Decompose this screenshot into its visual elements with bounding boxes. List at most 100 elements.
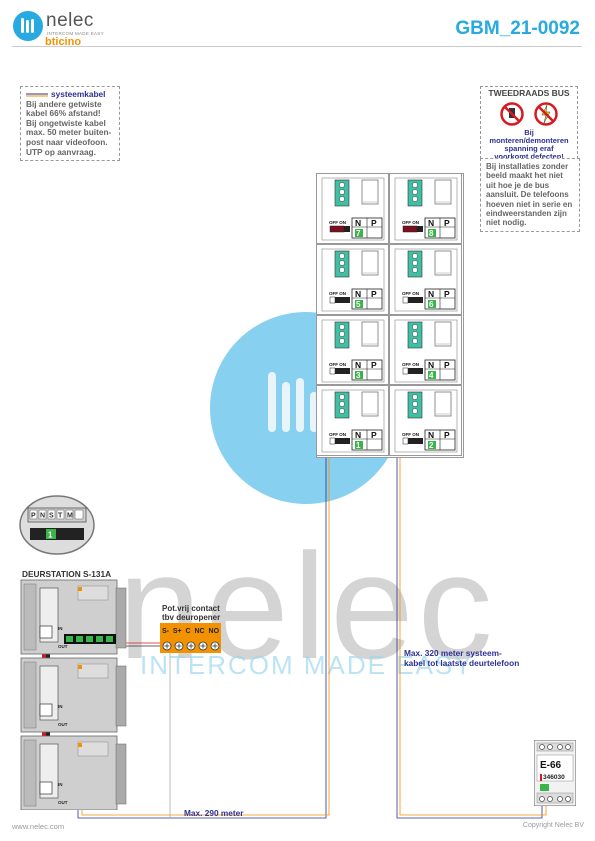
phone-number: 2 — [429, 441, 434, 451]
zoom-terminal-m: M — [67, 513, 73, 520]
phone-p-label: P — [371, 359, 377, 370]
bus-cable-c — [396, 456, 543, 819]
indoor-phone-cell: N P 6 OFF ON — [389, 243, 462, 315]
zoom-value: 1 — [48, 531, 53, 540]
indoor-phone-graphic — [394, 389, 458, 453]
relay-terminal-label: NO — [208, 628, 220, 635]
module-in-label: IN — [58, 626, 63, 631]
door-station-title: DEURSTATION S-131A — [22, 569, 112, 579]
zoom-terminal-t: T — [58, 513, 63, 520]
footer-copyright: Copyright Nelec BV — [522, 822, 584, 829]
phone-number: 6 — [429, 299, 434, 309]
phone-switch-label: OFF ON — [402, 220, 419, 225]
max-320-line-2: kabel tot laatste deurtelefoon — [404, 658, 520, 668]
door-station-module: IN OUT — [20, 735, 127, 810]
phone-p-label: P — [371, 218, 377, 228]
install-line: niet nodig. — [486, 218, 527, 228]
relay-caption-1: Pot.vrij contact — [162, 604, 220, 613]
phone-n-label: N — [355, 218, 362, 228]
installation-note: Bij installaties zonder beeld maakt het … — [480, 158, 580, 232]
install-line: aansluit. De telefoons — [486, 190, 569, 200]
bus-warning-line: Bij monteren/demonteren — [489, 127, 569, 145]
no-voltage-icon — [534, 101, 558, 126]
zoom-terminal-n: N — [40, 513, 45, 520]
phone-p-label: P — [444, 288, 450, 299]
relay-terminal-label: C — [185, 628, 191, 635]
bus-warning-title: TWEEDRAADS BUS — [488, 88, 570, 98]
cable-legend-note: systeemkabel Bij andere getwiste kabel 6… — [20, 86, 120, 162]
phone-number: 7 — [356, 229, 361, 238]
phone-switch-label: OFF ON — [402, 361, 419, 367]
relay-screws — [162, 641, 220, 651]
relay-terminal-label: S- — [161, 628, 169, 635]
phone-n-label: N — [355, 430, 362, 441]
no-plug-icon — [500, 101, 524, 126]
install-line: uit hoe je de bus — [486, 180, 550, 190]
phone-p-label: P — [444, 218, 450, 228]
document-code: GBM_21-0092 — [455, 18, 580, 39]
power-supply-e66 — [534, 740, 576, 806]
phone-number: 5 — [356, 299, 361, 309]
indoor-phone-cell: N P 4 OFF ON — [389, 314, 462, 386]
watermark-text: nelec — [118, 522, 497, 690]
module-in-label: IN — [58, 782, 63, 787]
door-station-module: IN OUT — [20, 657, 127, 733]
phone-switch-label: OFF ON — [329, 432, 346, 438]
indoor-phone-cell: N P 1 OFF ON — [316, 385, 389, 456]
indoor-phone-cell: N P 3 OFF ON — [316, 314, 389, 386]
terminal-zoom-detail: P N S T M 1 — [19, 495, 95, 555]
legend-line: Bij ongetwiste kabel — [26, 117, 106, 128]
indoor-phone-graphic — [321, 319, 385, 382]
indoor-phone-graphic — [321, 389, 385, 453]
zoom-terminal-p: P — [31, 513, 36, 520]
indoor-phone-graphic — [394, 319, 458, 382]
phone-n-label: N — [428, 288, 435, 299]
phone-n-label: N — [355, 359, 362, 370]
indoor-phone-cell: N P 5 OFF ON — [316, 243, 389, 315]
phone-switch-label: OFF ON — [402, 432, 419, 438]
phone-number: 3 — [356, 370, 361, 380]
phone-p-label: P — [371, 430, 377, 441]
indoor-phone-graphic — [321, 177, 385, 241]
bus-warning-line: voorkomt defecten! — [494, 151, 564, 161]
phone-number: 8 — [429, 229, 434, 238]
nelec-logo-icon — [13, 11, 43, 41]
indoor-phone-graphic — [321, 248, 385, 312]
cable-line-icon — [26, 93, 48, 97]
logo-name: nelec — [46, 10, 94, 31]
module-out-label: OUT — [58, 722, 68, 727]
phone-n-label: N — [355, 288, 362, 299]
install-line: eindweerstanden zijn — [486, 209, 567, 219]
phone-switch-label: OFF ON — [329, 220, 346, 225]
power-supply-model: E-66 — [540, 760, 562, 771]
indoor-phone-graphic — [394, 248, 458, 312]
legend-line: Bij andere getwiste — [26, 98, 102, 109]
legend-line: UTP op aanvraag. — [26, 146, 96, 157]
bus-warning-note: TWEEDRAADS BUS Bij monteren/demonteren s… — [480, 86, 578, 164]
phone-number: 1 — [356, 441, 361, 451]
zoom-terminal-s: S — [49, 513, 54, 520]
install-line: beeld maakt het niet — [486, 171, 563, 181]
indoor-phone-cell: N P 8 OFF ON — [389, 173, 462, 244]
relay-terminal-label: S+ — [172, 628, 182, 635]
brand-name: bticino — [45, 36, 82, 48]
legend-line: max. 50 meter buiten- — [26, 127, 112, 138]
bus-cable-d — [399, 456, 547, 816]
relay-caption: Pot.vrij contact tbv deuropener — [162, 604, 220, 622]
module-in-label: IN — [58, 704, 63, 709]
phone-switch-label: OFF ON — [402, 290, 419, 296]
power-supply-article: 346030 — [540, 774, 565, 781]
indoor-phone-graphic — [394, 177, 458, 241]
phone-p-label: P — [371, 288, 377, 299]
phone-n-label: N — [428, 359, 435, 370]
logo-tagline: INTERCOM MADE EASY — [47, 31, 104, 36]
bus-warning-line: spanning eraf — [504, 143, 554, 153]
watermark-tagline: INTERCOM MADE EASY — [140, 650, 474, 680]
phone-number: 4 — [429, 370, 434, 380]
max-320-line-1: Max. 320 meter systeem- — [404, 648, 502, 658]
footer-website[interactable]: www.nelec.com — [12, 822, 65, 831]
module-out-label: OUT — [58, 800, 68, 805]
phone-switch-label: OFF ON — [329, 290, 346, 296]
